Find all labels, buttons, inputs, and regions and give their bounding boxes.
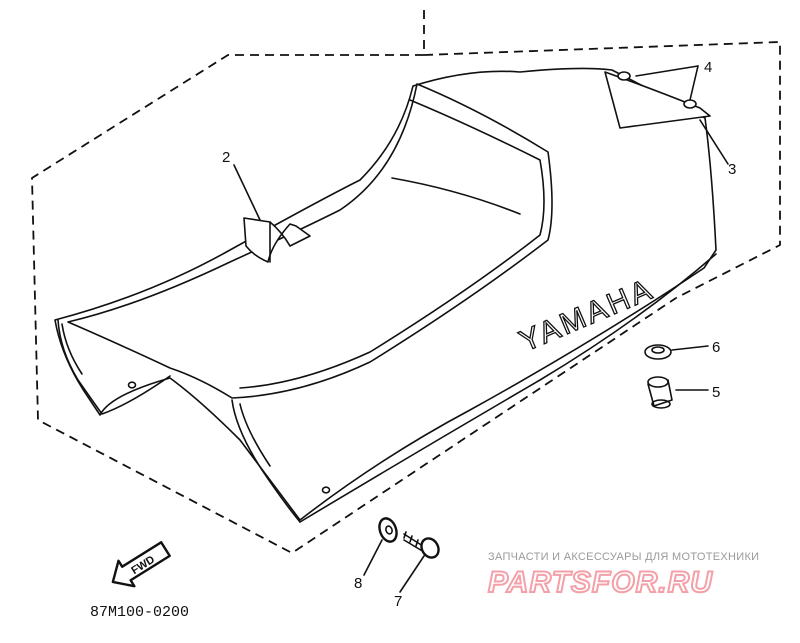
seat-body [54, 67, 717, 523]
bolt-part-7 [403, 531, 440, 559]
forward-direction-arrow: FWD [111, 541, 171, 588]
callout-3: 3 [728, 161, 736, 178]
callout-6: 6 [712, 339, 720, 356]
leader-lines [233, 65, 729, 593]
callout-8: 8 [354, 575, 362, 592]
washer-part-8 [378, 517, 398, 543]
callout-5: 5 [712, 384, 720, 401]
cushion-part-5 [647, 376, 673, 409]
grommet-part-6 [644, 344, 672, 360]
watermark-logo: PARTSFOR.RU [488, 566, 713, 599]
callout-7: 7 [394, 593, 402, 610]
assembly-boundary [31, 10, 781, 555]
diagram-part-code: 87M100-0200 [90, 604, 189, 621]
callout-2: 2 [222, 149, 230, 166]
watermark-caption: ЗАПЧАСТИ И АКСЕССУАРЫ ДЛЯ МОТОТЕХНИКИ [488, 551, 759, 563]
callout-4: 4 [704, 59, 712, 76]
